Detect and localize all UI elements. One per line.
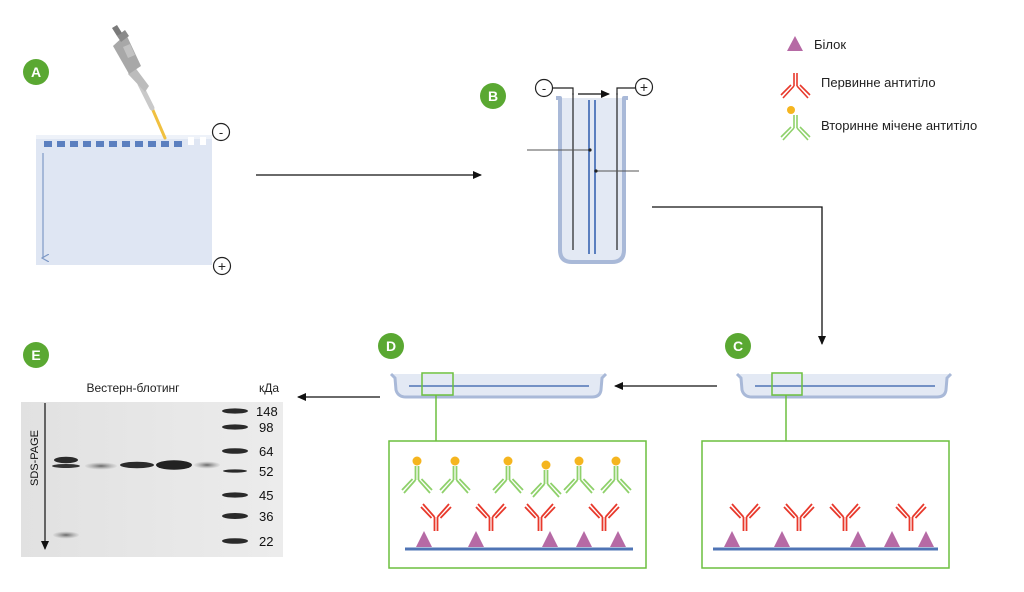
zoom-selector-d (421, 372, 454, 396)
band (120, 461, 154, 469)
secondary-antibody-icon (439, 466, 471, 494)
sds-page-label: SDS-PAGE (29, 430, 41, 486)
band (156, 460, 192, 470)
ladder-band (222, 424, 248, 430)
band (52, 464, 80, 468)
primary-antibody-icon (588, 503, 620, 531)
secondary-antibody-icon (563, 466, 595, 494)
pipette-icon (112, 25, 167, 140)
gel-negative-electrode (211, 122, 231, 142)
proteins-d (416, 531, 626, 547)
step-badge-b (480, 83, 506, 109)
label-dot-icon (541, 460, 551, 470)
secondary-antibody-icon (401, 466, 433, 494)
legend-protein-label: Білок (814, 37, 846, 52)
primary-antibody-icon (729, 503, 761, 531)
legend-primary-antibody-label: Первинне антитіло (821, 75, 936, 90)
blot-unit: кДа (259, 381, 279, 395)
band (54, 456, 78, 464)
gel-top-edge (36, 135, 212, 139)
ladder-band (222, 448, 248, 454)
marker-label: 98 (259, 420, 273, 435)
step-badge-e (23, 342, 49, 368)
label-dot-icon (503, 456, 513, 466)
marker-label: 52 (259, 464, 273, 479)
legend-protein-icon (787, 36, 803, 51)
primary-antibody-icon (783, 503, 815, 531)
primary-antibody-icon (895, 503, 927, 531)
step-letter-c: C (733, 338, 743, 354)
gel-negative-sign: - (219, 125, 223, 140)
gel-callout-dot (588, 148, 592, 152)
marker-label: 36 (259, 509, 273, 524)
marker-label: 45 (259, 488, 273, 503)
primary-antibody-icon (524, 503, 556, 531)
membrane-callout-dot (594, 169, 598, 173)
step-letter-b: B (488, 88, 498, 104)
step-b: B - + (480, 77, 654, 264)
antibody-layer (401, 456, 927, 531)
step-a: A - + (23, 25, 232, 276)
primary-antibody-icon (420, 503, 452, 531)
band (85, 462, 117, 470)
secondary-antibody-icon (600, 466, 632, 494)
step-e: E Вестерн-блотинг кДа SDS-PAGE (21, 342, 283, 557)
step-badge-c (725, 333, 751, 359)
proteins-c (724, 531, 934, 547)
gel-empty-wells (188, 137, 206, 145)
primary-antibody-icon (475, 503, 507, 531)
step-c: C (701, 333, 953, 569)
blot-title: Вестерн-блотинг (86, 381, 180, 395)
legend-secondary-antibody-label: Вторинне мічене антитіло (821, 118, 977, 133)
step-d: D (378, 333, 647, 569)
tank-negative-wire (551, 87, 574, 95)
label-dot-icon (611, 456, 621, 466)
zoom-panel-c (701, 440, 950, 569)
secondary-antibody-icon (492, 466, 524, 494)
step-badge-a (23, 59, 49, 85)
band (53, 531, 79, 539)
legend-secondary-antibody-icon (780, 106, 811, 141)
label-dot-icon (412, 456, 422, 466)
primary-antibody-icon (829, 503, 861, 531)
gel-positive-electrode (212, 256, 232, 276)
step-letter-a: A (31, 64, 41, 80)
legend: Білок Первинне антитіло Вторинне мічене … (780, 36, 977, 141)
gel-slab (36, 137, 212, 265)
sample-bands (52, 456, 220, 539)
ladder-band (222, 408, 248, 414)
label-dot-icon (574, 456, 584, 466)
band (194, 461, 220, 469)
ladder-markers: 148 98 64 52 45 36 22 (256, 404, 278, 549)
tank-negative-sign: - (542, 81, 546, 96)
gel-wells (44, 141, 182, 147)
tank-positive-wire (616, 87, 636, 95)
ladder-bands (222, 408, 248, 544)
marker-label: 64 (259, 444, 273, 459)
zoom-selector-c (771, 372, 803, 396)
ladder-band (222, 492, 248, 498)
arrow-b-to-c (652, 206, 826, 345)
tank-positive-electrode (634, 77, 654, 97)
legend-primary-antibody-icon (780, 73, 811, 99)
step-letter-e: E (31, 347, 40, 363)
gel-positive-sign: + (218, 258, 226, 274)
ladder-band (222, 538, 248, 544)
ladder-band (222, 513, 248, 519)
tank-positive-sign: + (640, 79, 648, 95)
tank-negative-electrode (534, 78, 554, 98)
transfer-tank (556, 96, 628, 264)
ladder-band (223, 469, 247, 473)
marker-label: 22 (259, 534, 273, 549)
step-letter-d: D (386, 338, 396, 354)
secondary-antibody-icon (530, 470, 562, 498)
step-badge-d (378, 333, 404, 359)
label-dot-icon (450, 456, 460, 466)
marker-label: 148 (256, 404, 278, 419)
